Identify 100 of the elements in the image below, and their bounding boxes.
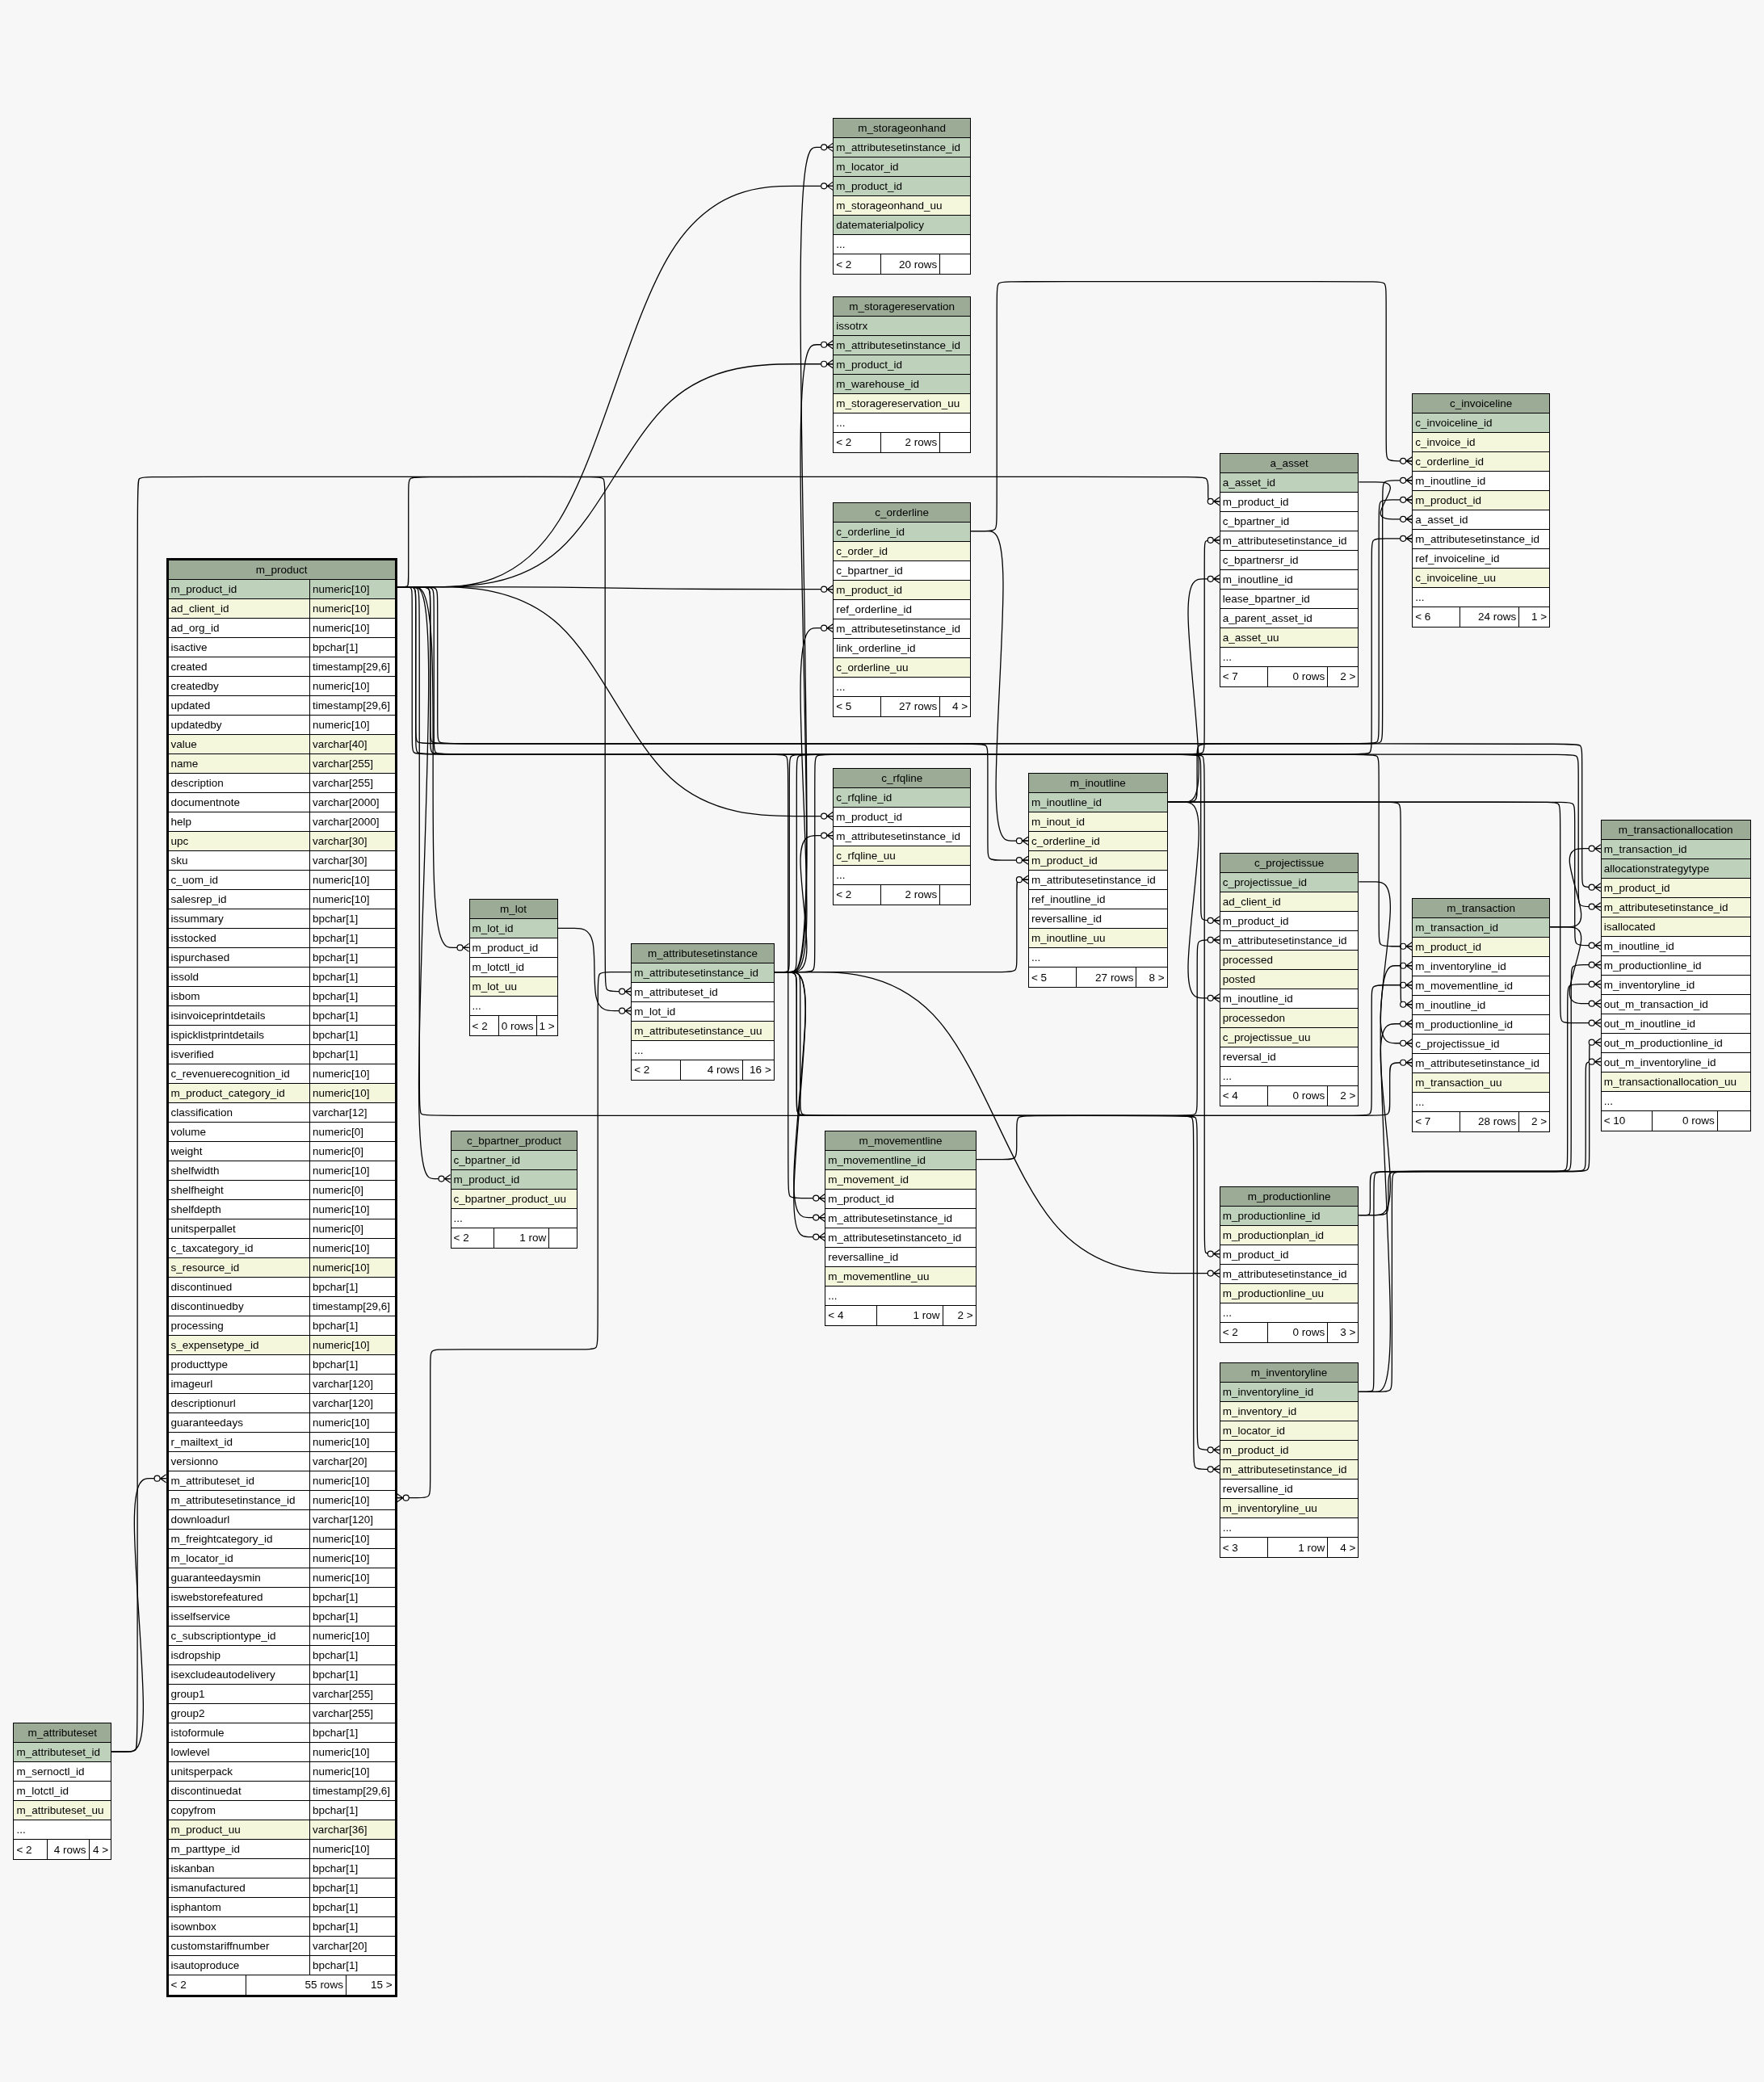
table-name: a_asset xyxy=(1220,453,1359,472)
column-name: m_product_id xyxy=(1220,1441,1359,1460)
column-name: m_transaction_uu xyxy=(1413,1072,1550,1092)
column-name: a_asset_id xyxy=(1220,472,1359,492)
column-name: c_projectissue_uu xyxy=(1220,1027,1359,1047)
parent-count: < 2 xyxy=(835,888,853,903)
column-name: c_invoice_id xyxy=(1413,432,1550,451)
column-name: m_product_id xyxy=(834,355,971,374)
table-name: c_rfqline xyxy=(834,768,971,787)
column-name: m_product_id xyxy=(1413,490,1550,510)
child-count: 4 > xyxy=(1327,1538,1359,1558)
column-name: m_attributesetinstance_id xyxy=(834,138,971,157)
column-name: c_orderline_id xyxy=(1028,832,1167,851)
child-count: 2 > xyxy=(1518,1111,1550,1131)
parent-count: < 2 xyxy=(835,257,853,272)
table-box xyxy=(1412,392,1551,628)
row-count: 0 rows xyxy=(1652,1110,1717,1131)
table-box xyxy=(13,1723,112,1860)
table-box xyxy=(1412,897,1551,1132)
table-box xyxy=(1600,819,1751,1131)
table-name: m_storageonhand xyxy=(834,119,971,138)
column-name: m_productionplan_id xyxy=(1220,1225,1359,1245)
table-name: m_productionline xyxy=(1220,1186,1359,1206)
column-name: c_bpartner_product_uu xyxy=(451,1189,578,1208)
column-name: c_rfqline_uu xyxy=(834,846,971,865)
column-name: c_projectissue_id xyxy=(1220,872,1359,892)
column-name: m_storagereservation_uu xyxy=(834,393,971,413)
column-name: c_orderline_uu xyxy=(834,657,971,677)
row-count: 4 rows xyxy=(46,1840,89,1859)
column-name: value xyxy=(168,734,309,753)
table-box xyxy=(468,899,558,1037)
table-box xyxy=(1219,452,1359,687)
column-name: c_rfqline_id xyxy=(834,787,971,807)
child-count: 15 > xyxy=(345,1975,395,1995)
table-box xyxy=(833,296,972,453)
table-name: c_bpartner_product xyxy=(451,1131,578,1150)
child-count: 1 > xyxy=(536,1016,557,1036)
column-name: m_attributesetinstance_id xyxy=(1601,897,1750,917)
table-name: m_movementline xyxy=(825,1131,976,1150)
child-count: 3 > xyxy=(1327,1322,1359,1342)
column-name: m_lot_uu xyxy=(469,977,557,997)
column-name: issotrx xyxy=(834,316,971,335)
row-count: 27 rows xyxy=(880,696,940,716)
table-box xyxy=(1219,1186,1359,1343)
parent-count: < 10 xyxy=(1602,1114,1627,1129)
column-name: c_bpartner_id xyxy=(451,1150,578,1169)
parent-count: < 5 xyxy=(1030,970,1048,985)
row-count: 1 row xyxy=(494,1228,549,1248)
parent-count: < 4 xyxy=(827,1308,845,1324)
column-name: m_movementline_id xyxy=(825,1150,976,1169)
parent-count: < 2 xyxy=(15,1842,33,1857)
column-name: m_transaction_id xyxy=(1413,917,1550,937)
parent-count: < 2 xyxy=(1221,1325,1239,1341)
column-name: m_transaction_id xyxy=(1601,839,1750,858)
table-name: m_inoutline xyxy=(1028,774,1167,793)
column-name: m_movement_id xyxy=(825,1169,976,1189)
row-count: 20 rows xyxy=(880,254,940,275)
relationship-line xyxy=(397,972,632,1503)
column-name: upc xyxy=(168,831,309,850)
parent-count: < 2 xyxy=(471,1018,489,1034)
row-count: 27 rows xyxy=(1075,968,1136,988)
column-name: m_product_uu xyxy=(168,1820,309,1839)
row-count: 1 row xyxy=(876,1305,943,1325)
column-name: m_productionline_id xyxy=(1220,1206,1359,1225)
column-name: m_locator_id xyxy=(1220,1421,1359,1441)
column-name: m_product_id xyxy=(1413,937,1550,956)
column-name: m_attributesetinstance_id xyxy=(834,335,971,355)
column-name: s_resource_id xyxy=(168,1257,309,1277)
table-name: m_lot xyxy=(469,900,557,919)
relationship-line xyxy=(1358,961,1413,1392)
column-name: m_productionline_uu xyxy=(1220,1283,1359,1303)
child-count: 4 > xyxy=(88,1840,111,1859)
child-count: 2 > xyxy=(942,1305,976,1325)
relationship-line xyxy=(1358,1019,1413,1216)
table-box xyxy=(1219,852,1359,1106)
parent-count: < 2 xyxy=(835,435,853,451)
column-name: m_inventoryline_id xyxy=(1220,1383,1359,1402)
table-name: c_invoiceline xyxy=(1413,393,1550,413)
parent-count: < 7 xyxy=(1414,1114,1432,1130)
row-count: 2 rows xyxy=(880,884,940,905)
column-name: datematerialpolicy xyxy=(834,216,971,235)
column-name: m_product_id xyxy=(451,1169,578,1189)
column-name: name xyxy=(168,753,309,773)
column-name: m_inventory_id xyxy=(1220,1402,1359,1421)
column-name: m_inventoryline_uu xyxy=(1220,1499,1359,1518)
table-name: m_product xyxy=(168,560,395,579)
column-name: m_attributeset_uu xyxy=(14,1801,111,1820)
column-name: m_attributeset_id xyxy=(14,1743,111,1761)
relationship-line xyxy=(111,1474,167,1752)
table-name: c_projectissue xyxy=(1220,853,1359,872)
column-name: m_inoutline_id xyxy=(1028,793,1167,812)
relationship-line xyxy=(1358,481,1413,524)
column-name: m_storageonhand_uu xyxy=(834,196,971,216)
relationship-line xyxy=(557,927,632,1016)
column-name: m_product_id xyxy=(1601,878,1750,897)
column-name: c_orderline_id xyxy=(1413,451,1550,471)
table-box xyxy=(166,557,397,1997)
table-box xyxy=(1027,773,1168,989)
row-count: 0 rows xyxy=(1266,666,1328,686)
row-count: 0 rows xyxy=(498,1016,536,1036)
